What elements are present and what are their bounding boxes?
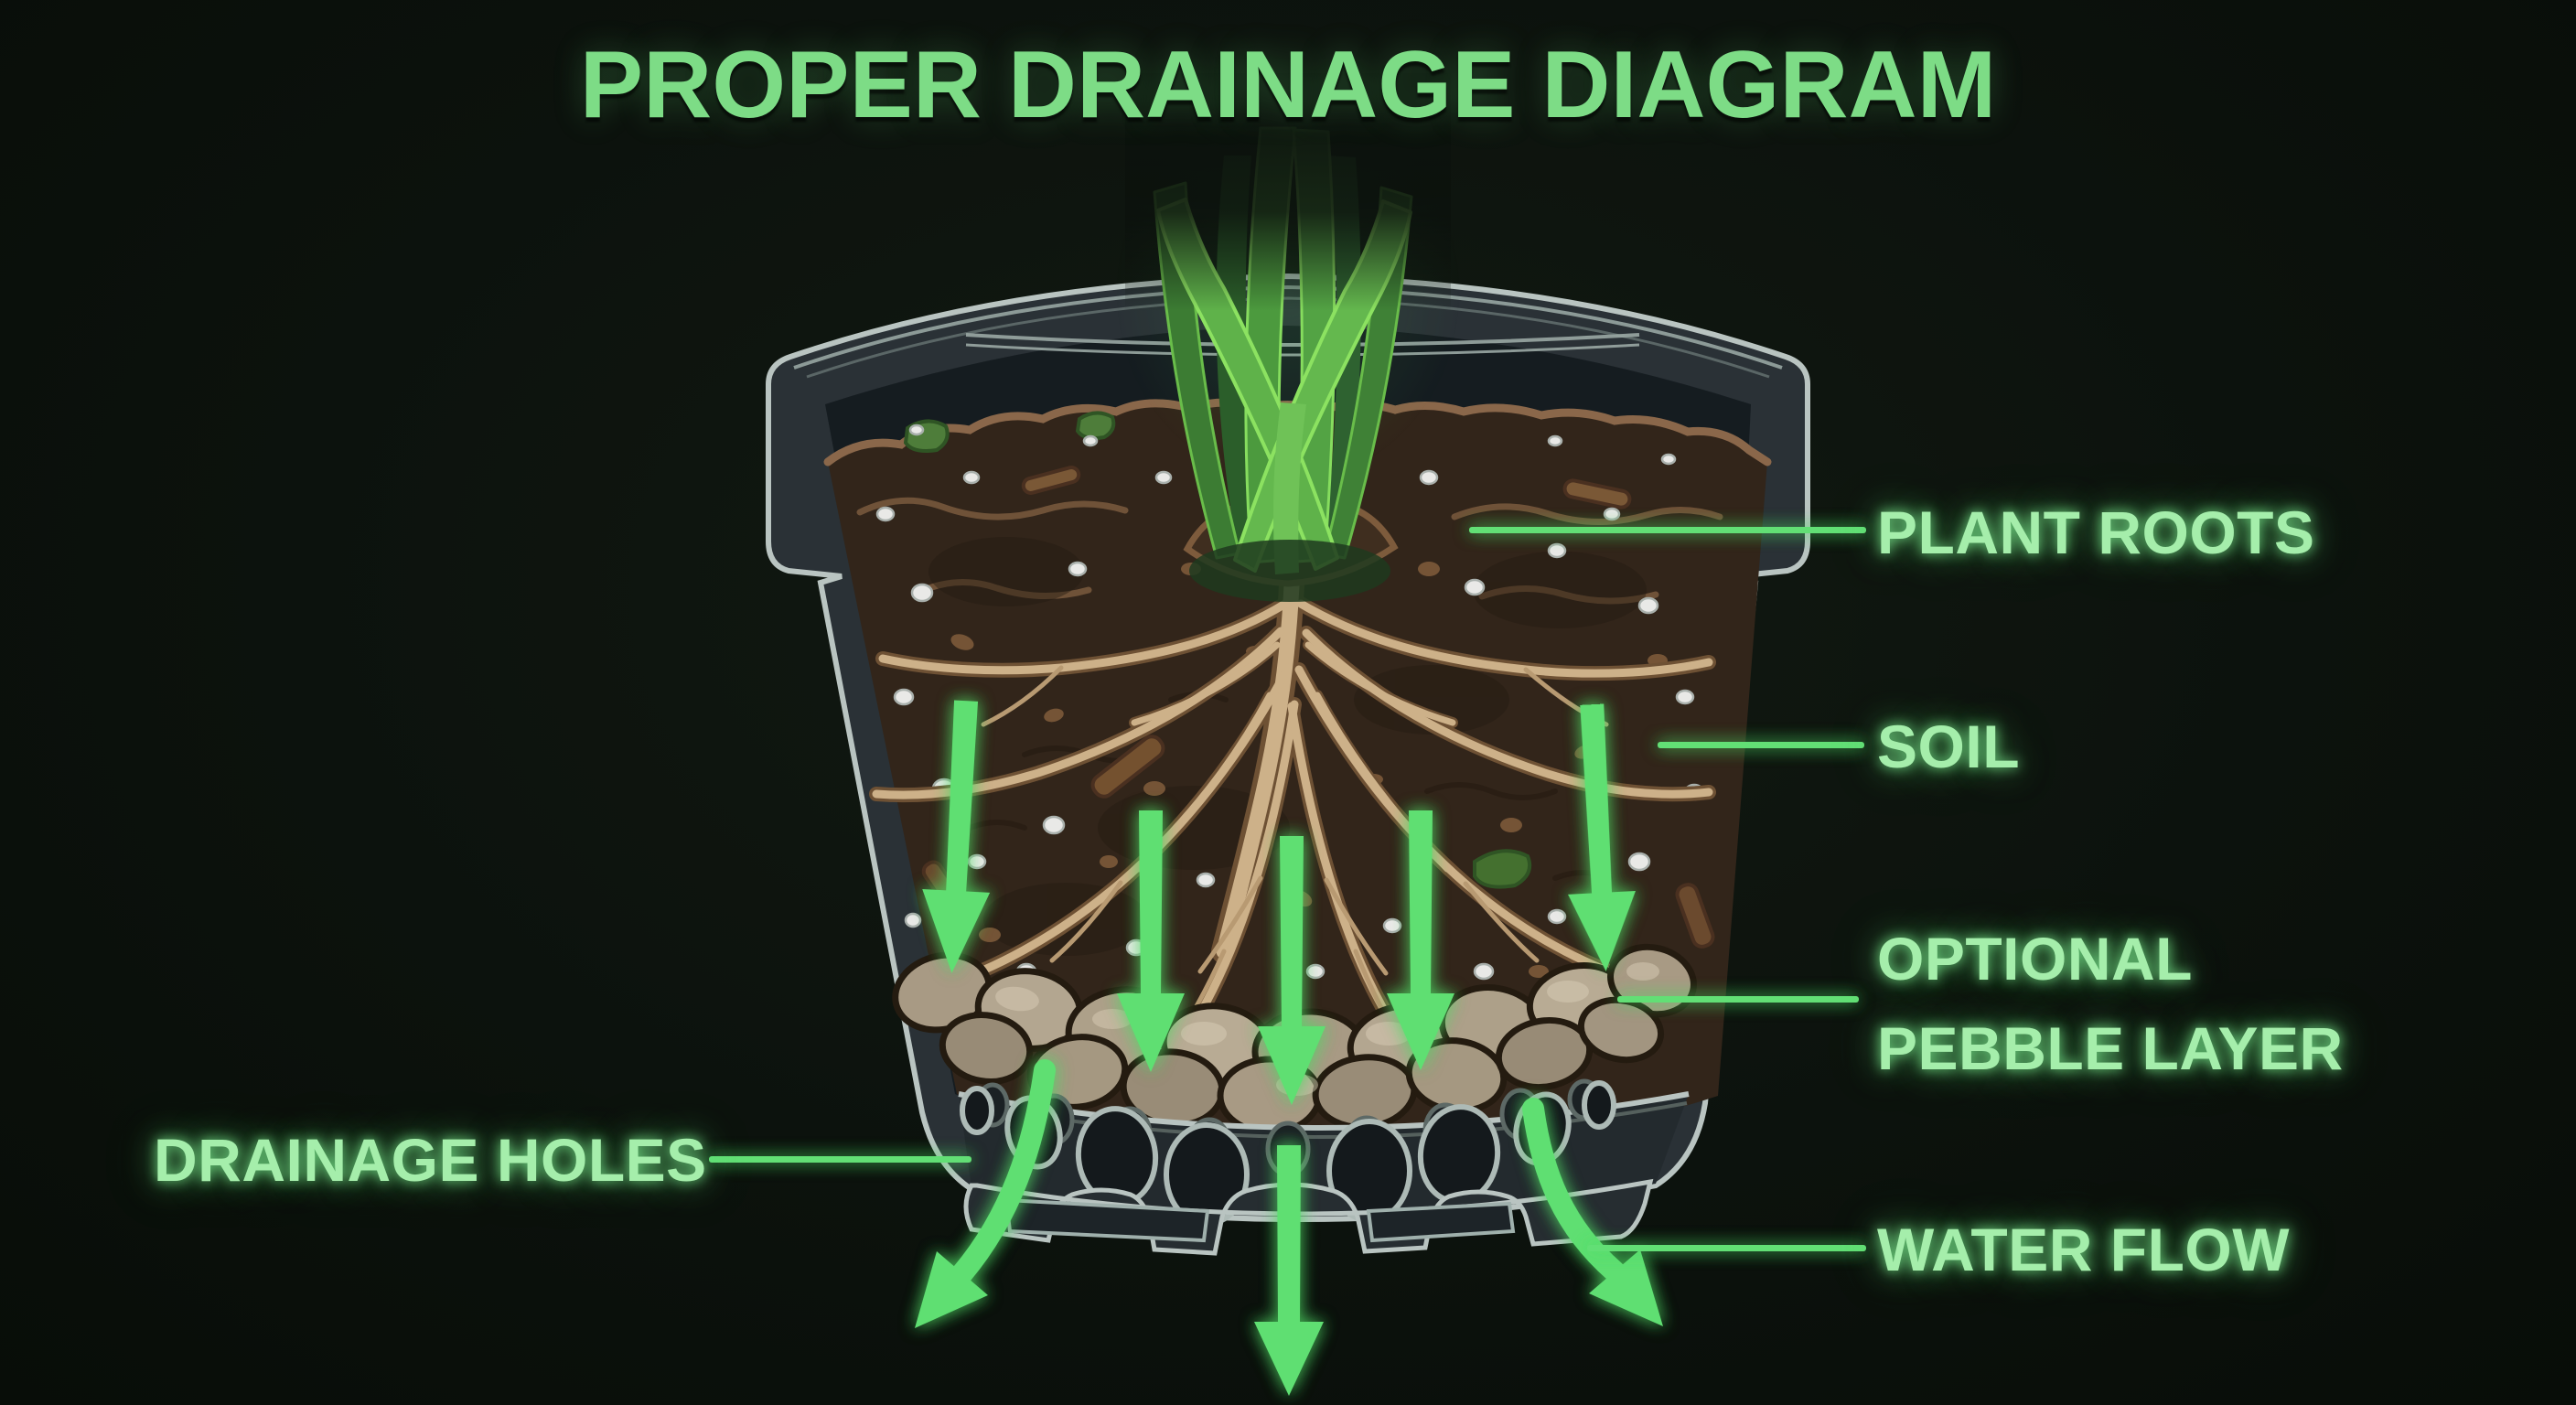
pebble-highlights xyxy=(995,962,1659,1096)
water-flow-arrow xyxy=(1117,810,1185,1072)
label-soil: SOIL xyxy=(1877,713,2021,780)
leader-line-pebble-layer xyxy=(1617,996,1859,1003)
perlite-specks xyxy=(875,424,1705,981)
leader-line-drainage-holes xyxy=(709,1156,971,1163)
label-pebble-layer-line1: OPTIONAL xyxy=(1877,925,2193,992)
water-flow-arrow xyxy=(1258,836,1326,1105)
leader-line-plant-roots xyxy=(1469,527,1866,533)
water-flow-arrow xyxy=(922,700,991,973)
label-plant-roots: PLANT ROOTS xyxy=(1877,499,2315,566)
leaf-debris xyxy=(903,411,1532,889)
water-flow-arrow xyxy=(1387,810,1454,1070)
outflow-arrows xyxy=(915,1059,1663,1396)
outflow-arrow-right xyxy=(1522,1098,1663,1326)
leader-lines xyxy=(709,527,1866,1251)
label-water-flow: WATER FLOW xyxy=(1877,1216,2291,1283)
page-title: PROPER DRAINAGE DIAGRAM xyxy=(579,32,1997,138)
soil-streaks xyxy=(856,497,1723,605)
outflow-arrow-center xyxy=(1254,1145,1324,1396)
outflow-arrow-left xyxy=(915,1059,1056,1328)
water-flow-arrow xyxy=(1568,703,1636,971)
leaf-top-fade xyxy=(1125,73,1451,320)
leader-line-soil xyxy=(1658,742,1864,748)
soil-water-arrows xyxy=(922,700,1636,1105)
pot-base xyxy=(963,1178,1654,1256)
base-panel-right xyxy=(1366,1201,1516,1243)
label-pebble-layer-line2: PEBBLE LAYER xyxy=(1877,1014,2344,1082)
label-drainage-holes: DRAINAGE HOLES xyxy=(154,1126,707,1194)
leader-line-water-flow xyxy=(1587,1245,1866,1251)
wood-chips xyxy=(921,466,1715,949)
